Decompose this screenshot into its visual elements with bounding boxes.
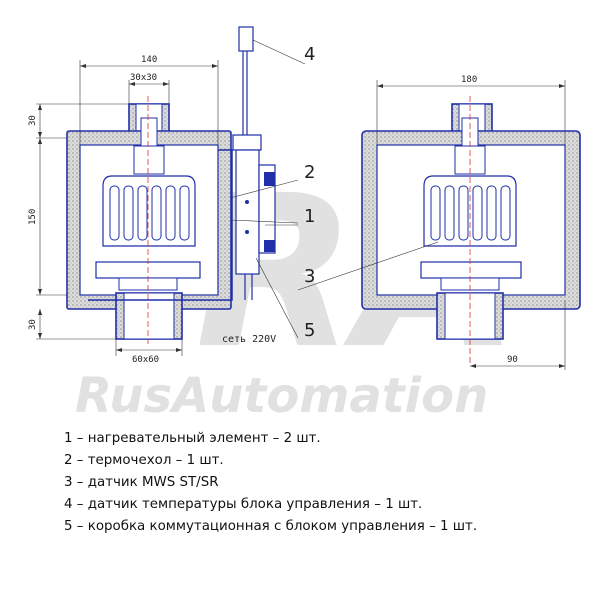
dim-right-half-width: 90 [507, 355, 518, 365]
legend-item: 1 – нагревательный элемент – 2 шт. [64, 431, 321, 446]
legend-list: 1 – нагревательный элемент – 2 шт. 2 – т… [64, 428, 584, 538]
callout-5: 5 [304, 320, 315, 341]
callout-2: 2 [304, 162, 315, 183]
dim-left-top-opening: 30x30 [130, 73, 157, 83]
dimension-lines [36, 60, 566, 370]
callout-1: 1 [304, 206, 315, 227]
watermark-brand: RusAutomation [75, 368, 488, 420]
dim-right-width: 180 [461, 75, 477, 85]
dim-left-bottom-opening: 60x60 [132, 355, 159, 365]
technical-drawing: RA [28, 26, 581, 420]
power-label: сеть 220V [222, 334, 276, 345]
dim-left-top-height: 30 [28, 115, 38, 126]
legend-item: 5 – коробка коммутационная с блоком упра… [64, 519, 478, 534]
legend-item: 4 – датчик температуры блока управления … [64, 497, 423, 512]
callout-4: 4 [304, 44, 315, 65]
dimension-arrows [38, 64, 565, 368]
dim-left-width: 140 [141, 55, 157, 65]
dim-left-bottom-height: 30 [28, 319, 38, 330]
dim-left-body-height: 150 [28, 209, 38, 225]
leader-lines [229, 39, 439, 339]
left-view [66, 26, 276, 344]
callout-3: 3 [304, 266, 315, 287]
legend-item: 3 – датчик MWS ST/SR [64, 475, 219, 490]
legend-item: 2 – термочехол – 1 шт. [64, 453, 224, 468]
right-view [361, 96, 581, 366]
